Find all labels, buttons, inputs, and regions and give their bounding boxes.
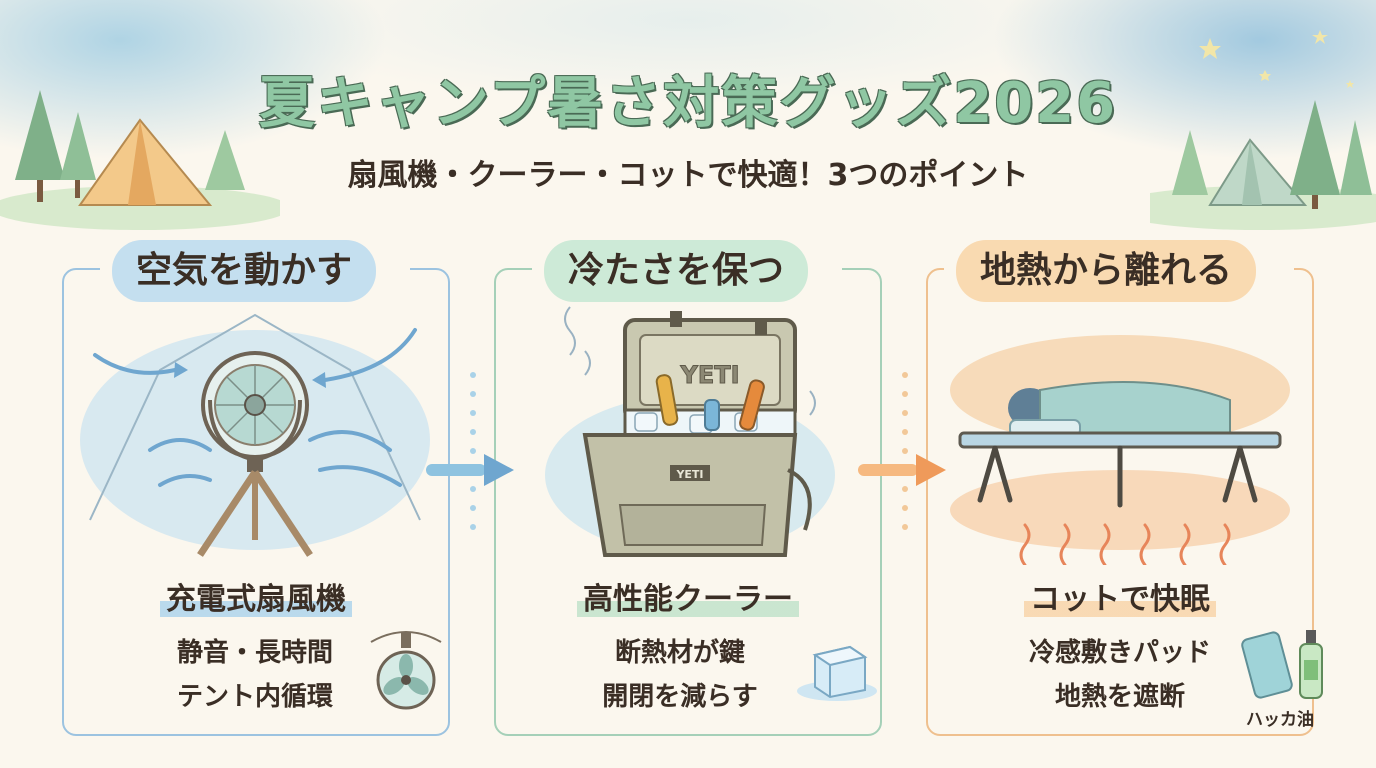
pine-tree-icon — [205, 130, 245, 190]
airflow-arrow-icon — [93, 328, 417, 487]
item-desc-cooler-line2: 開閉を減らす — [602, 682, 758, 712]
towel-icon — [1241, 631, 1293, 699]
pine-tree-icon — [1340, 120, 1372, 195]
item-title-cooler: 高性能クーラー — [494, 574, 882, 618]
cooler-icon: YETI YETI — [582, 311, 812, 557]
star-icon — [1199, 30, 1354, 88]
arrow-right-icon — [858, 454, 946, 486]
heading-air-circulation: 空気を動かす — [112, 240, 377, 302]
pine-tree-icon — [1172, 130, 1208, 195]
item-desc-cot-line1: 冷感敷きパッド — [1028, 638, 1211, 668]
peppermint-oil-label: ハッカ油 — [1246, 710, 1314, 730]
page-title: 夏キャンプ暑さ対策グッズ2026 — [258, 71, 1118, 136]
item-desc-cooler-line1: 断熱材が鍵 — [614, 638, 745, 668]
pine-tree-icon — [15, 90, 65, 202]
cooler-front-brand: YETI — [675, 468, 703, 481]
tent-icon — [1208, 138, 1308, 206]
item-desc-fan-line2: テント内循環 — [176, 682, 333, 712]
item-title-fan: 充電式扇風機 — [62, 574, 450, 618]
cooling-accessories — [1241, 630, 1323, 699]
fan-icon — [197, 351, 313, 557]
left-landscape — [0, 90, 280, 230]
heat-wave-icon — [1019, 523, 1231, 565]
page-subtitle: 扇風機・クーラー・コットで快適！3つのポイント — [347, 158, 1029, 193]
item-title-cot: コットで快眠 — [926, 574, 1314, 618]
cooler-illustration: YETI YETI — [545, 306, 835, 557]
ice-cube-icon — [797, 645, 877, 701]
pine-tree-icon — [60, 112, 96, 198]
heading-keep-cool: 冷たさを保つ — [544, 240, 809, 302]
tent-icon — [78, 118, 213, 206]
fan-illustration — [80, 313, 430, 557]
spray-bottle-icon — [1299, 630, 1323, 699]
pine-tree-icon — [1290, 100, 1340, 209]
item-desc-fan-line1: 静音・長時間 — [176, 638, 333, 668]
cot-illustration — [950, 335, 1290, 565]
clip-fan-icon — [370, 631, 442, 710]
cot-icon — [958, 381, 1282, 508]
cooler-lid-brand: YETI — [679, 361, 739, 389]
right-landscape — [1150, 30, 1376, 230]
arrow-right-icon — [426, 454, 514, 486]
item-desc-cot-line2: 地熱を遮断 — [1054, 682, 1185, 712]
heading-ground-heat: 地熱から離れる — [956, 240, 1257, 302]
